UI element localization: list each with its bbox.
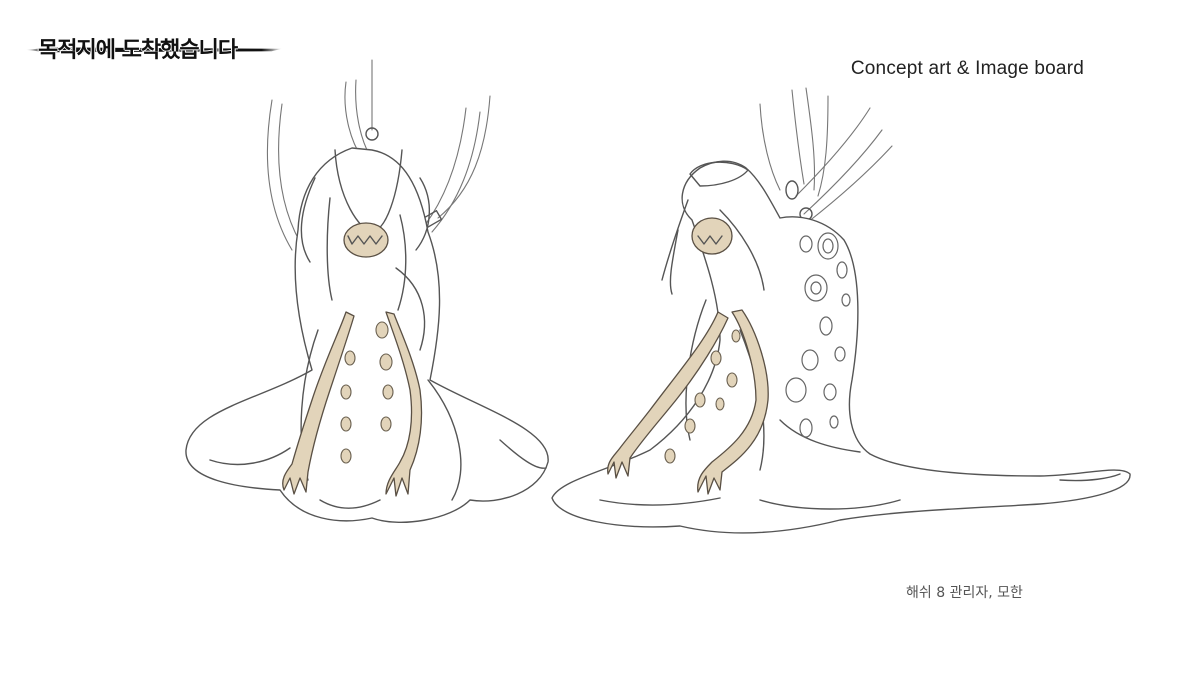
game-logo: 목적지에 도착했습니다	[26, 32, 284, 64]
board-title: Concept art & Image board	[850, 58, 1084, 79]
creature-front-sketch	[185, 59, 549, 523]
character-caption: 해쉬 8 관리자, 모한	[906, 585, 1023, 601]
logo-brush-stroke	[26, 47, 282, 53]
creature-side-sketch	[551, 87, 1131, 534]
logo-text: 목적지에 도착했습니다	[38, 38, 238, 63]
